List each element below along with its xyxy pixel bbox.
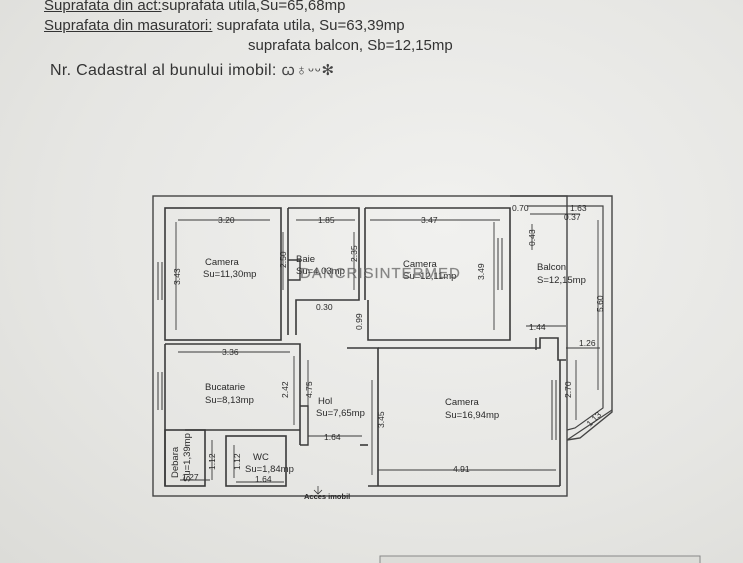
wall-camera1 <box>164 207 282 341</box>
windows <box>157 238 557 440</box>
room-camera3-name: Camera <box>445 397 480 408</box>
dim-037: 0.37 <box>564 212 581 222</box>
dim-127: 1.27 <box>182 472 199 482</box>
wall-camera2 <box>365 207 511 341</box>
wall-debara <box>164 429 206 487</box>
cadastral-scribble-icon: ꞷ♁ᵕᵕ✻ <box>281 62 336 79</box>
dim-242: 2.42 <box>280 381 290 398</box>
room-camera1-name: Camera <box>205 257 240 268</box>
dim-185: 1.85 <box>318 215 335 225</box>
measured-area-line: Suprafata din masuratori: suprafata util… <box>44 17 405 34</box>
room-camera2-area: Su=12,11mp <box>403 271 456 282</box>
dimension-lines <box>175 213 600 483</box>
act-area-value: suprafata utila,Su=65,68mp <box>161 0 346 14</box>
act-area-line: Suprafata din act:suprafata utila,Su=65,… <box>44 0 345 14</box>
walls <box>164 207 566 487</box>
dim-270: 2.70 <box>563 381 573 398</box>
dim-491: 4.91 <box>453 464 470 474</box>
watermark-text: DANCRISINTERMED <box>300 265 461 282</box>
room-balcon-name: Balcon <box>537 262 566 273</box>
wall-stubs <box>288 259 537 446</box>
page-edge-bottom <box>379 555 701 563</box>
room-bucatarie-area: Su=8,13mp <box>205 395 254 406</box>
dim-043: 0.43 <box>527 229 537 246</box>
room-debara-name: Debara <box>170 446 181 478</box>
dim-320: 3.20 <box>218 215 235 225</box>
room-camera3-area: Su=16,94mp <box>445 410 499 421</box>
dim-250: 2.50 <box>278 251 288 268</box>
wall-camera3-top <box>378 337 566 361</box>
room-wc-name: WC <box>253 452 269 463</box>
room-balcon-area: S=12,15mp <box>537 275 586 286</box>
balcony-corner-line <box>566 409 613 441</box>
wall-baie <box>288 207 360 335</box>
room-debara-area: Su=1,39mp <box>182 433 193 482</box>
dim-126: 1.26 <box>579 338 596 348</box>
act-area-label: Suprafata din act: <box>44 0 162 14</box>
dim-112a: 1.12 <box>207 453 217 470</box>
dimension-labels: 3.20 1.85 3.47 0.70 1.63 0.37 0.43 3.43 … <box>172 203 605 484</box>
dim-336: 3.36 <box>222 347 239 357</box>
dim-163: 1.63 <box>570 203 587 213</box>
plan-outer-frame <box>152 195 568 497</box>
balcony-area-line: suprafata balcon, Sb=12,15mp <box>248 37 453 54</box>
dim-343: 3.43 <box>172 268 182 285</box>
measured-area-value: suprafata utila, Su=63,39mp <box>212 17 405 34</box>
dim-235: 2.35 <box>349 245 359 262</box>
dim-164b: 1.64 <box>255 474 272 484</box>
entrance-arrow-icon <box>313 486 323 495</box>
balcony-inner-outline <box>527 205 604 431</box>
dim-099: 0.99 <box>354 313 364 330</box>
dim-560: 5.60 <box>595 295 605 312</box>
measured-area-label: Suprafata din masuratori: <box>44 17 213 34</box>
dim-345: 3.45 <box>376 411 386 428</box>
room-hol-name: Hol <box>318 396 332 407</box>
dim-113: 1.13 <box>584 409 603 428</box>
room-labels: Camera Su=11,30mp Baie Su=4,03mp Camera … <box>170 254 586 482</box>
dim-030: 0.30 <box>316 302 333 312</box>
cadastral-line: Nr. Cadastral al bunului imobil: ꞷ♁ᵕᵕ✻ <box>50 60 335 80</box>
dim-144: 1.44 <box>529 322 546 332</box>
dim-070: 0.70 <box>512 203 529 213</box>
room-wc-area: Su=1,84mp <box>245 464 294 475</box>
dim-349: 3.49 <box>476 263 486 280</box>
dim-112b: 1.12 <box>232 453 242 470</box>
room-baie-area: Su=4,03mp <box>296 266 345 277</box>
dim-347: 3.47 <box>421 215 438 225</box>
cadastral-label: Nr. Cadastral al bunului imobil: <box>50 62 282 79</box>
room-camera1-area: Su=11,30mp <box>203 269 256 280</box>
room-baie-name: Baie <box>296 254 315 265</box>
balcony-outline <box>510 195 613 441</box>
wall-kitchen <box>165 343 301 445</box>
dim-475: 4.75 <box>304 381 314 398</box>
entrance-label: Acces imobil <box>304 492 350 501</box>
room-camera2-name: Camera <box>403 259 438 270</box>
room-hol-area: Su=7,65mp <box>316 408 365 419</box>
wall-wc <box>225 435 287 487</box>
room-bucatarie-name: Bucatarie <box>205 382 245 393</box>
dim-164a: 1.64 <box>324 432 341 442</box>
